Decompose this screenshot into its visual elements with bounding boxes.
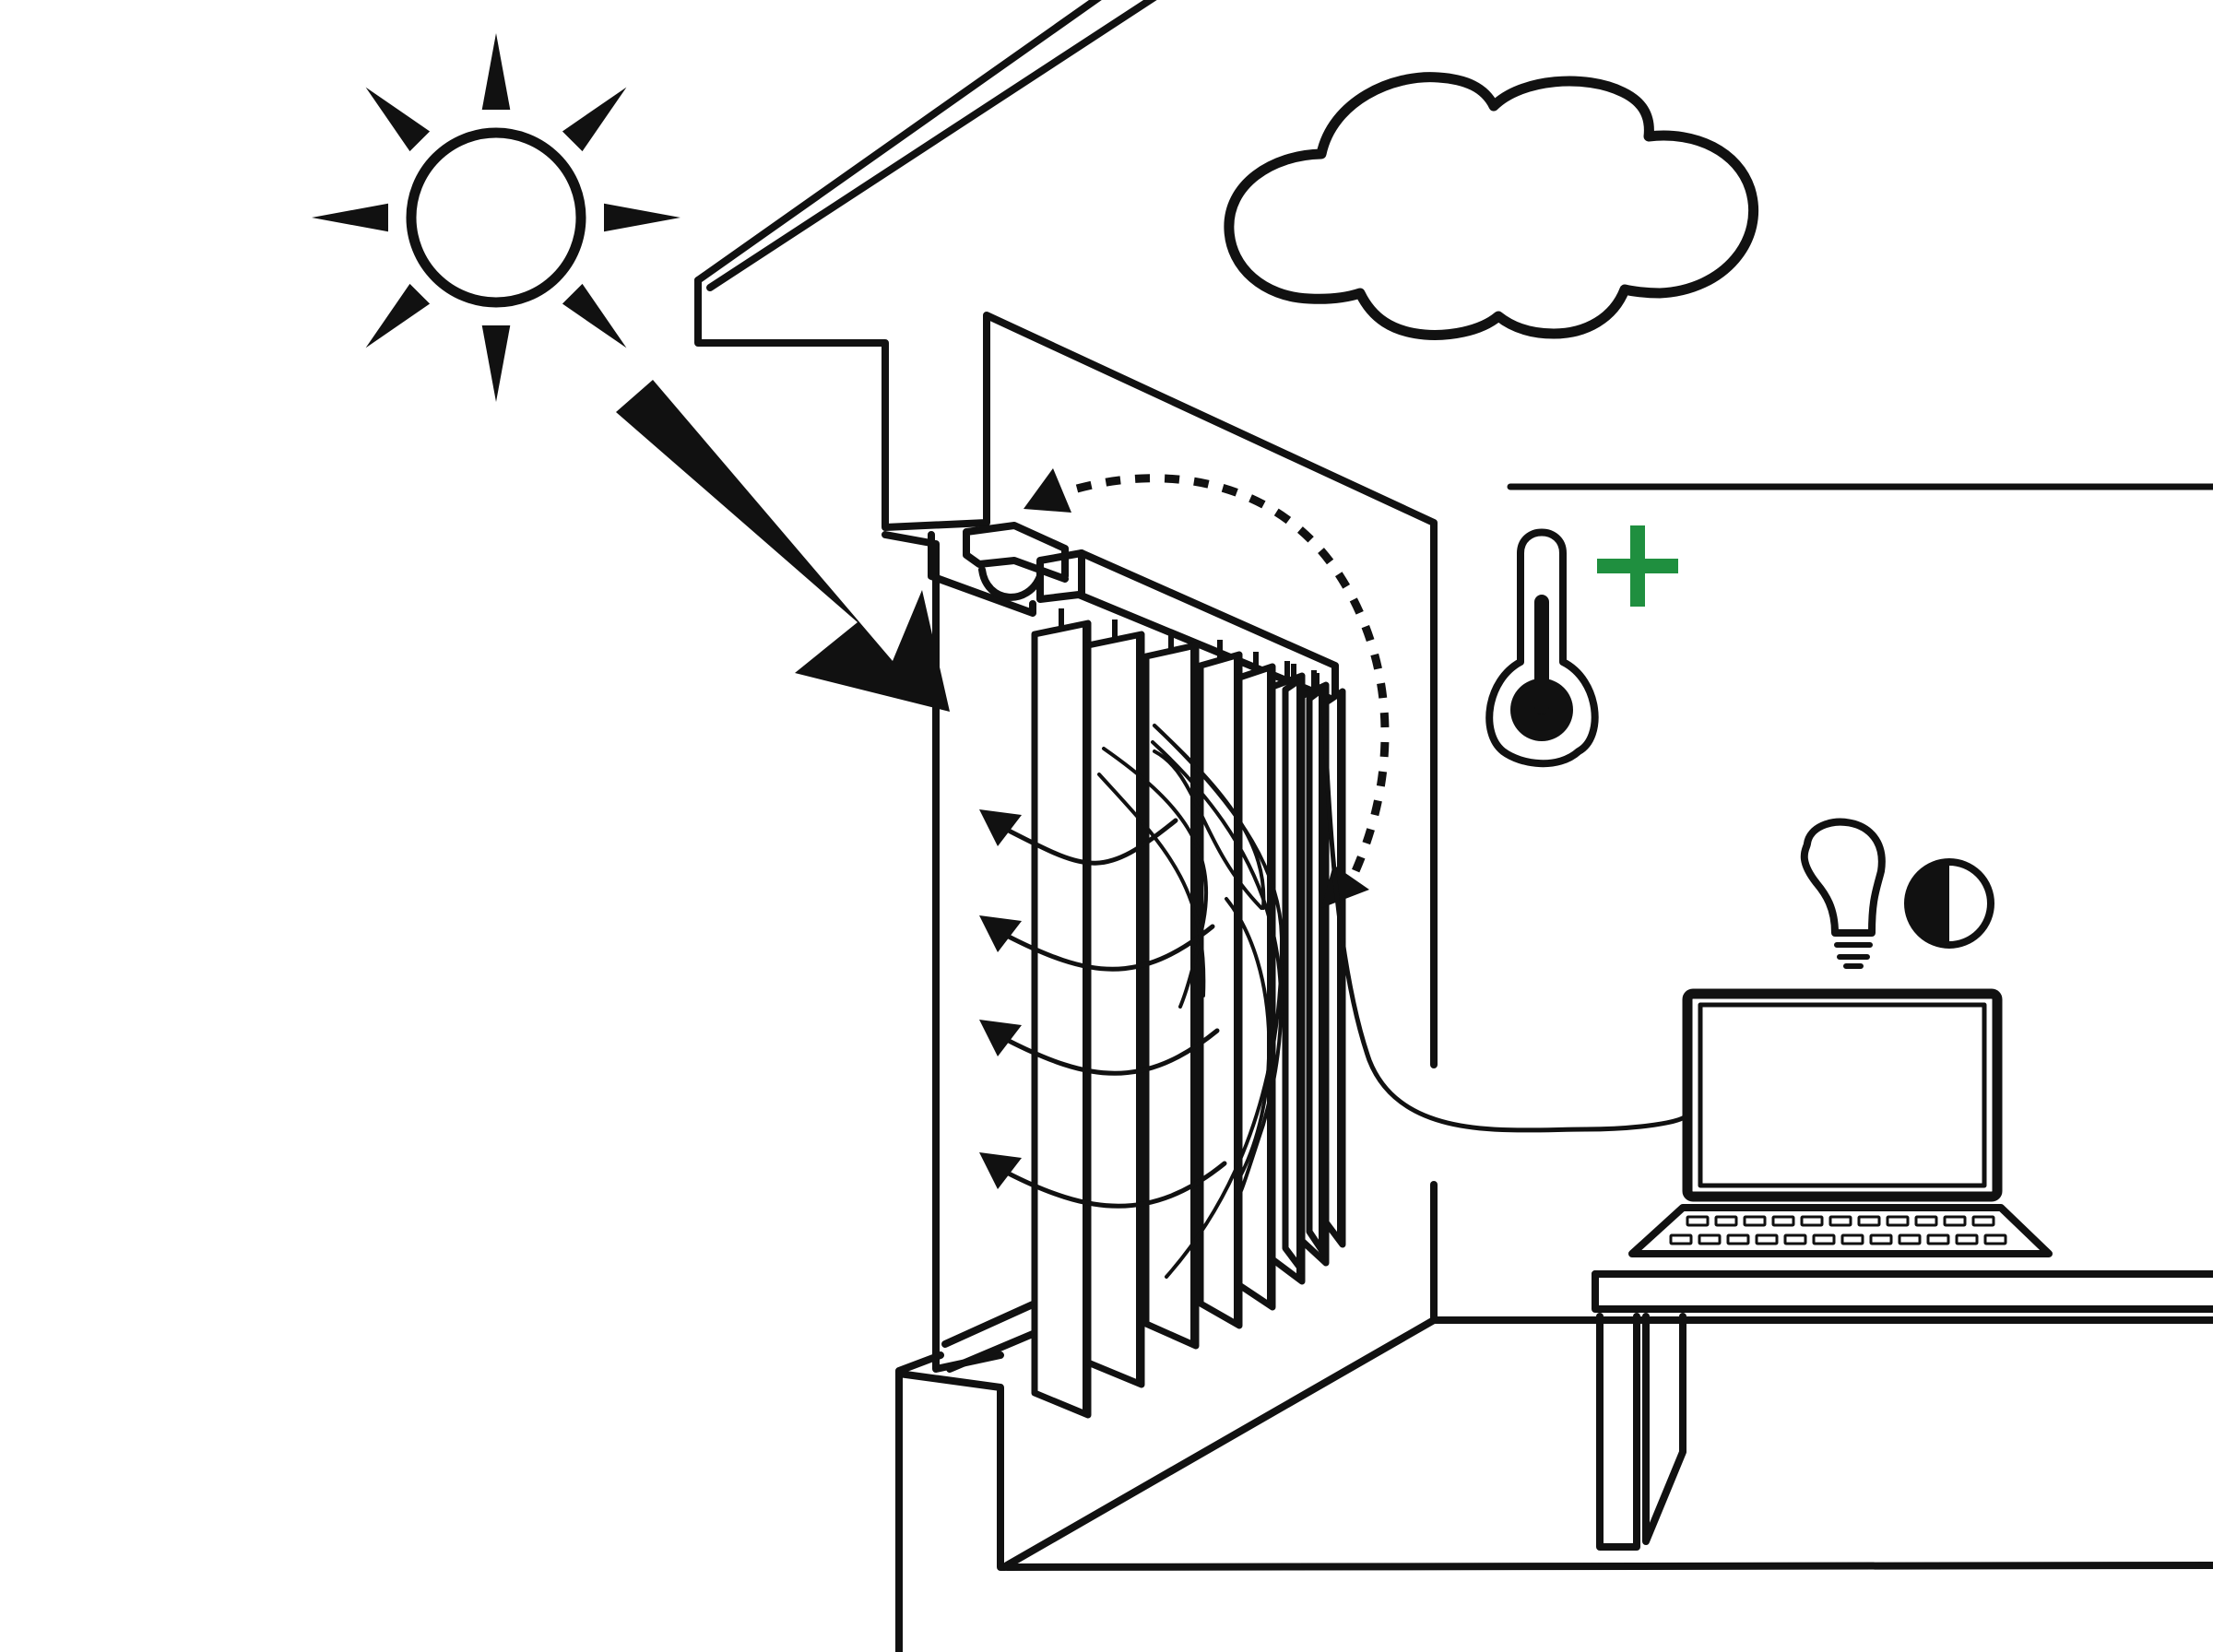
sill-diagonal-b xyxy=(946,1330,1036,1373)
keyboard-key xyxy=(1714,1215,1738,1227)
keyboard-key xyxy=(1898,1233,1922,1245)
keyboard-key xyxy=(1886,1215,1910,1227)
window-sill-lower xyxy=(895,1370,1009,1571)
sun-ray xyxy=(604,203,680,232)
cloud-icon xyxy=(1224,72,1759,340)
keyboard-key xyxy=(1840,1233,1864,1245)
laptop-keyboard xyxy=(1669,1215,2007,1245)
blind-slat xyxy=(1031,620,1092,1419)
airflow-arrowhead xyxy=(979,1020,1022,1056)
keyboard-key xyxy=(1857,1215,1881,1227)
blind-slat xyxy=(1236,663,1276,1311)
rotation-arrowhead-top xyxy=(1024,468,1071,513)
control-cable xyxy=(1321,701,1690,1133)
headrail-motor xyxy=(978,566,1044,601)
laptop-base xyxy=(1628,1204,2053,1257)
keyboard-key xyxy=(1743,1215,1767,1227)
sun-ray xyxy=(481,33,511,110)
desk-top-edge xyxy=(1592,1270,2213,1313)
sun-ray xyxy=(562,283,627,348)
keyboard-key xyxy=(1698,1233,1722,1245)
headrail-bracket-top xyxy=(963,522,1069,583)
keyboard-key xyxy=(1971,1215,1995,1227)
keyboard-key xyxy=(1955,1233,1979,1245)
airflow-arrowhead xyxy=(979,915,1022,952)
laptop-icon xyxy=(1628,988,2053,1257)
desk xyxy=(1592,1270,2213,1551)
vertical-blinds-icon xyxy=(1031,608,1346,1419)
outer-wall-step xyxy=(694,277,1438,1068)
airflow-line xyxy=(1004,1161,1227,1209)
keyboard-key xyxy=(1812,1233,1836,1245)
sun-ray xyxy=(562,87,627,152)
sun-icon xyxy=(312,33,680,402)
room-structure xyxy=(694,0,2213,1652)
sun-rays xyxy=(312,33,680,402)
blind-slat xyxy=(1197,651,1243,1329)
thermometer-outline xyxy=(1485,528,1599,768)
keyboard-key xyxy=(1983,1233,2007,1245)
desk-leg-front xyxy=(1596,1313,1640,1551)
keyboard-key xyxy=(1828,1215,1852,1227)
desk-leg-diagonal xyxy=(1642,1313,1686,1545)
floor-line xyxy=(1003,1562,2213,1571)
blind-slat xyxy=(1084,631,1145,1388)
window-sill xyxy=(895,1351,944,1652)
airflow-arrows xyxy=(979,809,1227,1209)
airflow-arrowhead xyxy=(979,1152,1022,1189)
plus-horizontal xyxy=(1597,559,1678,573)
keyboard-key xyxy=(1726,1233,1750,1245)
airflow-line xyxy=(1004,1028,1220,1076)
sun-ray xyxy=(312,203,388,232)
keyboard-key xyxy=(1800,1215,1824,1227)
keyboard-key xyxy=(1869,1233,1893,1245)
floor-diagonal xyxy=(1003,1316,2213,1569)
light-bulb-base xyxy=(1834,942,1873,969)
contrast-icon xyxy=(1904,858,1994,949)
light-bulb-glass xyxy=(1800,818,1886,937)
keyboard-key xyxy=(1771,1215,1795,1227)
sun-ray xyxy=(365,87,431,152)
airflow-arrowhead xyxy=(979,809,1022,846)
light-bulb-icon xyxy=(1800,818,1886,969)
airflow-line xyxy=(1004,924,1215,972)
thermometer-icon xyxy=(1485,528,1599,768)
roof-line-inner xyxy=(706,0,1157,291)
keyboard-key xyxy=(1783,1233,1807,1245)
laptop-screen-inner xyxy=(1698,1002,1987,1188)
keyboard-key xyxy=(1914,1215,1938,1227)
sunlight-arrow-icon xyxy=(616,380,950,712)
sun-ray xyxy=(481,325,511,402)
sun-ray xyxy=(365,283,431,348)
sill-diagonal-a xyxy=(941,1301,1036,1348)
plus-icon xyxy=(1597,525,1678,607)
slat-swirl-lines xyxy=(1097,724,1284,1279)
roof-line-outer xyxy=(694,0,1102,284)
airflow-line xyxy=(1004,818,1178,866)
headrail-bracket xyxy=(928,531,1036,617)
laptop-screen-outer xyxy=(1682,988,2003,1202)
contrast-half xyxy=(1908,862,1949,945)
sun-disc xyxy=(406,127,586,308)
keyboard-key xyxy=(1686,1215,1710,1227)
keyboard-key xyxy=(1669,1233,1693,1245)
keyboard-key xyxy=(1943,1215,1967,1227)
rotation-arc xyxy=(1075,474,1390,873)
keyboard-key xyxy=(1755,1233,1779,1245)
thermometer-column xyxy=(1534,595,1549,714)
keyboard-key xyxy=(1926,1233,1950,1245)
